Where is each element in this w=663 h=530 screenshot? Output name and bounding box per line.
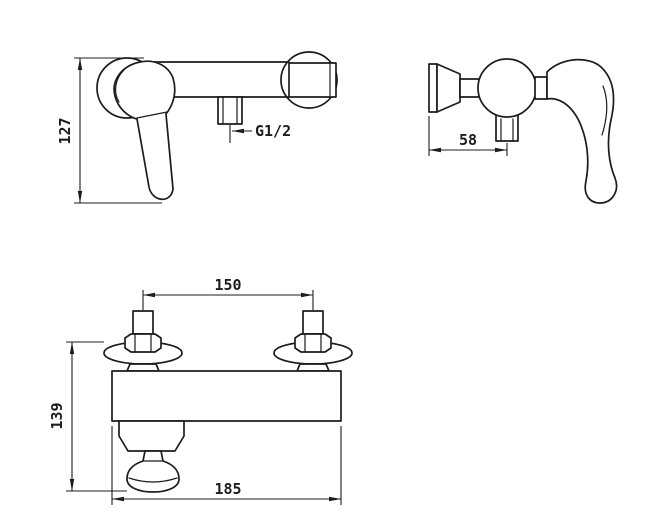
side-view: 58 (428, 58, 618, 204)
dimension-139-label: 139 (48, 402, 66, 429)
shower-outlet-side (495, 114, 519, 142)
dimension-127: 127 (56, 57, 162, 204)
wall-plate (428, 63, 438, 113)
connector-adapter (126, 363, 160, 372)
inlet-connector-right (273, 310, 353, 372)
nut-facet-lines (304, 333, 322, 353)
nut-facet-lines (134, 333, 152, 353)
handle-inner-contour (114, 69, 125, 103)
connection-stem (459, 78, 480, 98)
dimension-58: 58 (428, 116, 508, 156)
mounting-nut (124, 333, 162, 353)
handle-neck (534, 76, 548, 100)
dimension-139: 139 (48, 341, 127, 492)
handle-side-inner-line (601, 85, 608, 136)
lever-handle-front (113, 60, 176, 201)
shower-outlet (217, 96, 243, 125)
shower-outlet-thread-lines (222, 96, 238, 125)
spout-housing (118, 420, 185, 452)
lever-handle-side (546, 58, 618, 204)
valve-end-cap (288, 62, 337, 98)
spout-flare-line (128, 477, 178, 483)
supply-stub (302, 310, 324, 335)
handle-collar-line (136, 111, 168, 119)
supply-stub (132, 310, 154, 335)
mounting-nut (294, 333, 332, 353)
dimension-127-label: 127 (56, 117, 74, 144)
dimension-185: 185 (111, 426, 342, 505)
outlet-thread-callout: G1/2 (229, 122, 291, 143)
bottom-view: 150 139 185 (48, 276, 353, 505)
mixer-body (111, 370, 342, 422)
dimension-185-label: 185 (214, 480, 241, 498)
connector-adapter (296, 363, 330, 372)
outlet-side-thread-lines (500, 118, 514, 142)
escutcheon-cone (436, 63, 461, 113)
wall-escutcheon-circle-right (280, 51, 338, 109)
inlet-connector-left (103, 310, 183, 372)
spout-bell (126, 450, 180, 493)
dimension-58-label: 58 (459, 131, 477, 149)
front-view: 127 G1/2 (56, 51, 338, 204)
outlet-thread-label: G1/2 (255, 122, 291, 140)
dimension-150-label: 150 (214, 276, 241, 294)
dimension-150: 150 (142, 276, 314, 310)
valve-body-circle (477, 58, 537, 118)
